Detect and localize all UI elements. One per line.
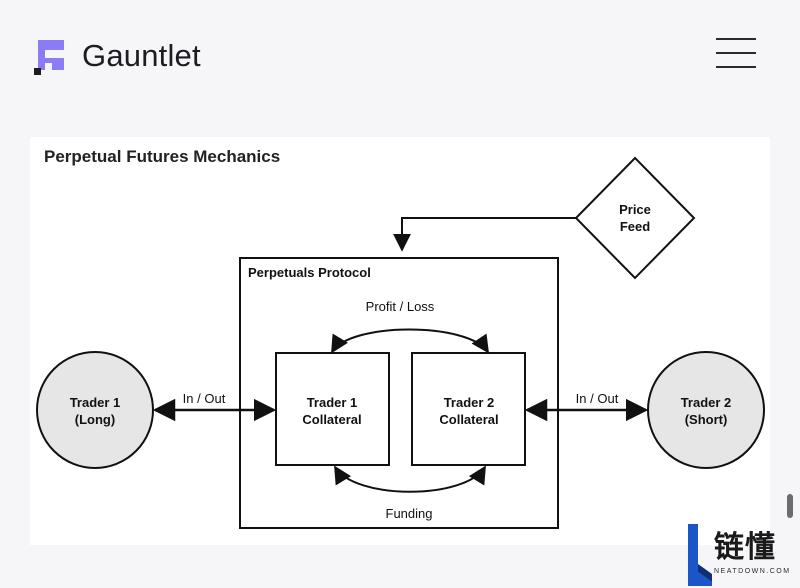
top-bar: Gauntlet xyxy=(0,0,800,110)
collateral2-line-2: Collateral xyxy=(439,412,498,427)
trader1-node xyxy=(36,351,154,469)
profit-loss-label: Profit / Loss xyxy=(366,299,435,314)
in-out-left-label: In / Out xyxy=(183,391,226,406)
trader1-line-2: (Long) xyxy=(75,412,115,427)
funding-label: Funding xyxy=(386,506,433,521)
price-feed-node xyxy=(574,156,696,280)
trader1-line-1: Trader 1 xyxy=(70,395,121,410)
trader2-node xyxy=(647,351,765,469)
watermark: 链懂 NEATDOWN.COM xyxy=(686,520,796,586)
hamburger-menu-icon[interactable] xyxy=(714,36,758,70)
diagram-title: Perpetual Futures Mechanics xyxy=(44,147,281,166)
collateral1-line-2: Collateral xyxy=(302,412,361,427)
collateral1-line-1: Trader 1 xyxy=(307,395,358,410)
in-out-right-label: In / Out xyxy=(576,391,619,406)
price-feed-line-2: Feed xyxy=(620,219,650,234)
protocol-container xyxy=(239,257,559,529)
collateral2-line-1: Trader 2 xyxy=(444,395,495,410)
watermark-cn-text: 链懂 xyxy=(714,530,776,565)
price-feed-arrow xyxy=(393,217,576,252)
watermark-en-text: NEATDOWN.COM xyxy=(714,568,791,575)
watermark-logo-icon xyxy=(688,524,712,586)
gauntlet-logo-icon[interactable] xyxy=(34,36,68,76)
funding-arrow xyxy=(334,465,486,493)
trader2-line-2: (Short) xyxy=(685,412,728,427)
protocol-label: Perpetuals Protocol xyxy=(248,265,371,280)
price-feed-line-1: Price xyxy=(619,202,651,217)
trader2-line-1: Trader 2 xyxy=(681,395,732,410)
trader1-collateral-box xyxy=(275,352,390,466)
profit-loss-arrow xyxy=(331,328,490,354)
scrollbar-thumb[interactable] xyxy=(787,494,793,518)
brand-name: Gauntlet xyxy=(82,38,201,73)
